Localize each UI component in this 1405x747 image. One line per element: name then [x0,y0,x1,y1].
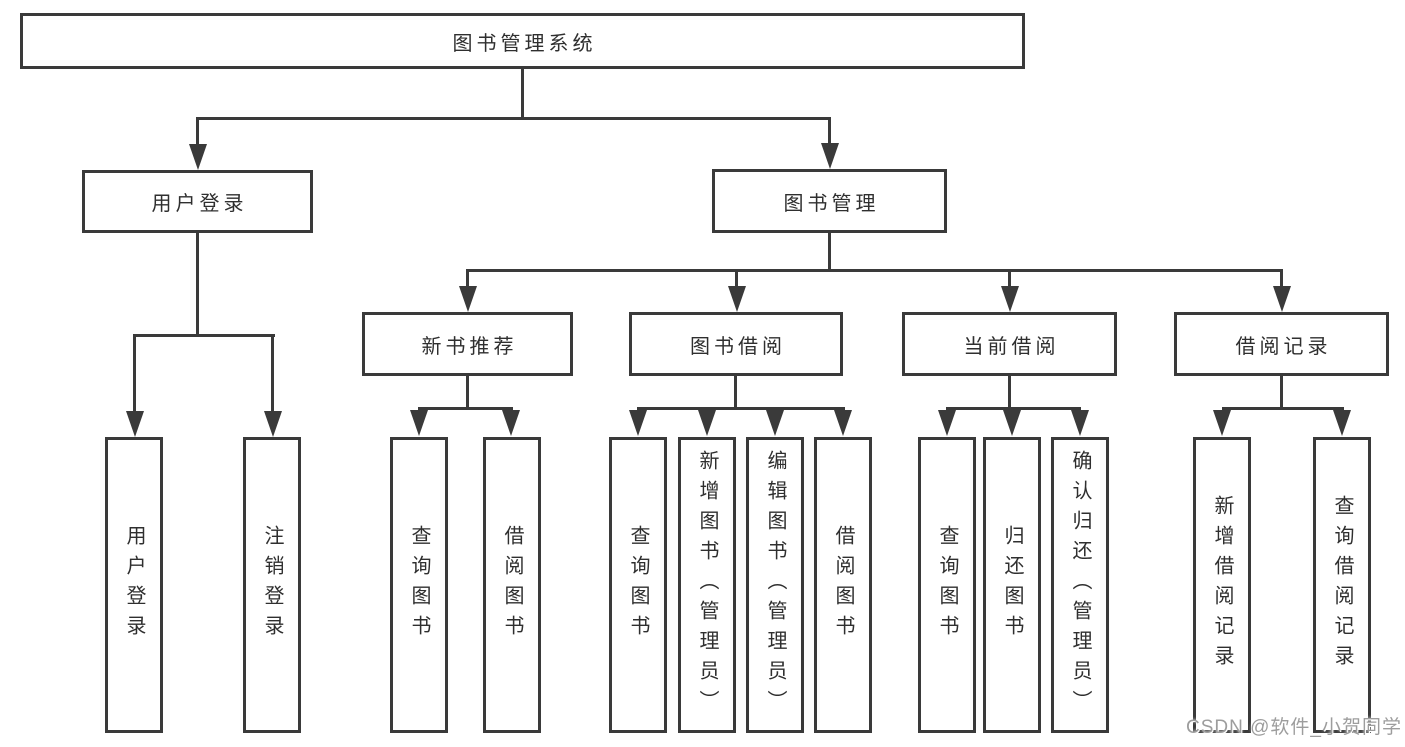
connector-line [196,117,199,147]
connector-line [1280,376,1283,410]
arrowhead-down-icon [1071,410,1089,436]
leaf-query-borrow-record: 查询借阅记录 [1313,437,1371,733]
arrowhead-down-icon [821,143,839,169]
arrowhead-down-icon [728,286,746,312]
arrowhead-down-icon [629,410,647,436]
arrowhead-down-icon [1213,410,1231,436]
connector-line [637,407,845,410]
connector-line [1008,269,1011,288]
leaf-logout: 注销登录 [243,437,301,733]
leaf-user-login: 用户登录 [105,437,163,733]
connector-line [196,233,199,337]
arrowhead-down-icon [502,410,520,436]
connector-line [133,334,136,411]
node-book-borrowing: 图书借阅 [629,312,843,376]
arrowhead-down-icon [189,144,207,170]
leaf-add-borrow-record: 新增借阅记录 [1193,437,1251,733]
node-borrow-records: 借阅记录 [1174,312,1389,376]
arrowhead-down-icon [1001,286,1019,312]
connector-line [1280,269,1283,288]
node-book-management: 图书管理 [712,169,947,233]
arrowhead-down-icon [938,410,956,436]
leaf-query-books-borrowing: 查询图书 [609,437,667,733]
connector-line [196,117,831,120]
connector-line [466,269,469,288]
arrowhead-down-icon [1273,286,1291,312]
arrowhead-down-icon [834,410,852,436]
leaf-borrow-books-recommend: 借阅图书 [483,437,541,733]
leaf-confirm-return-admin: 确认归还（管理员） [1051,437,1109,733]
connector-line [466,269,1283,272]
connector-line [1222,407,1344,410]
arrowhead-down-icon [126,411,144,437]
node-root-library-management-system: 图书管理系统 [20,13,1025,69]
leaf-return-book: 归还图书 [983,437,1041,733]
leaf-query-books-recommend: 查询图书 [390,437,448,733]
connector-line [735,269,738,288]
arrowhead-down-icon [1003,410,1021,436]
connector-line [271,334,274,411]
arrowhead-down-icon [766,410,784,436]
leaf-query-books-current: 查询图书 [918,437,976,733]
connector-line [466,376,469,410]
connector-line [1008,376,1011,410]
arrowhead-down-icon [698,410,716,436]
connector-line [734,376,737,410]
leaf-borrow-books-borrowing: 借阅图书 [814,437,872,733]
connector-line [828,117,831,147]
connector-line [828,233,831,272]
connector-line [521,69,524,119]
arrowhead-down-icon [1333,410,1351,436]
node-new-book-recommend: 新书推荐 [362,312,573,376]
connector-line [946,407,1081,410]
connector-line [133,334,275,337]
leaf-add-book-admin: 新增图书（管理员） [678,437,736,733]
csdn-watermark: CSDN @软件_小贺同学 [1186,717,1402,738]
connector-line [418,407,513,410]
leaf-edit-book-admin: 编辑图书（管理员） [746,437,804,733]
arrowhead-down-icon [459,286,477,312]
node-user-login: 用户登录 [82,170,313,233]
arrowhead-down-icon [410,410,428,436]
node-current-borrowing: 当前借阅 [902,312,1117,376]
arrowhead-down-icon [264,411,282,437]
